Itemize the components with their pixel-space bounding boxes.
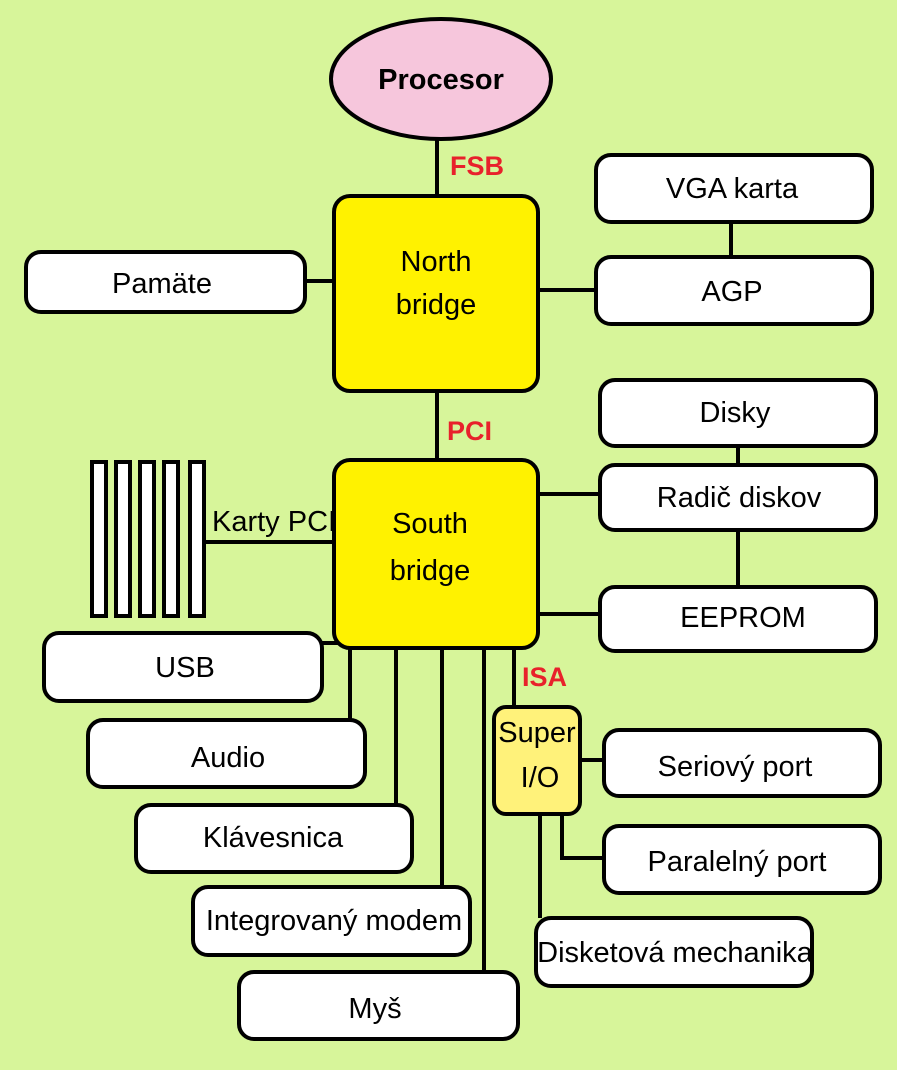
- pci-slot: [90, 460, 108, 618]
- parallel-port-box: [602, 824, 882, 895]
- disks-box: [598, 378, 878, 448]
- super-io-label-2: I/O: [521, 762, 560, 794]
- pci-slot: [188, 460, 206, 618]
- usb-label: USB: [155, 652, 215, 684]
- south-bridge-label-1: South: [392, 508, 468, 540]
- pci-bus-label: PCI: [447, 416, 492, 446]
- parallel-port-label: Paralelný port: [648, 846, 827, 878]
- pci-card-slots: [90, 460, 206, 618]
- south-bridge-node: [332, 458, 540, 650]
- usb-box: [42, 631, 324, 703]
- super-io-node: [492, 705, 582, 816]
- serial-port-label: Seriový port: [658, 751, 813, 783]
- processor-node: [329, 17, 553, 141]
- agp-box: [594, 255, 874, 326]
- memory-box: [24, 250, 307, 314]
- serial-port-box: [602, 728, 882, 798]
- connectors: [206, 137, 740, 972]
- keyboard-box: [134, 803, 414, 874]
- pci-slot: [162, 460, 180, 618]
- fsb-label: FSB: [450, 151, 504, 181]
- processor-label: Procesor: [378, 64, 504, 96]
- disk-controller-label: Radič diskov: [657, 482, 822, 514]
- modem-box: [191, 885, 472, 957]
- floppy-drive-label: Disketová mechanika: [537, 937, 813, 969]
- pci-slot: [114, 460, 132, 618]
- isa-label: ISA: [522, 662, 567, 692]
- north-bridge-label-2: bridge: [396, 289, 477, 321]
- memory-label: Pamäte: [112, 268, 212, 300]
- eeprom-box: [598, 585, 878, 653]
- disks-label: Disky: [700, 397, 771, 429]
- pci-slot: [138, 460, 156, 618]
- north-bridge-node: [332, 194, 540, 393]
- agp-label: AGP: [701, 276, 762, 308]
- south-bridge-label-2: bridge: [390, 555, 471, 587]
- super-io-label-1: Super: [498, 717, 576, 749]
- vga-card-label: VGA karta: [666, 173, 799, 205]
- link-parallel: [560, 814, 604, 860]
- north-bridge-label-1: North: [401, 246, 472, 278]
- disk-controller-box: [598, 463, 878, 532]
- audio-box: [86, 718, 367, 789]
- mouse-box: [237, 970, 520, 1041]
- pci-cards-label: Karty PCI: [212, 506, 336, 538]
- mouse-label: Myš: [348, 993, 401, 1025]
- modem-label: Integrovaný modem: [206, 905, 462, 937]
- floppy-drive-box: [534, 916, 814, 988]
- eeprom-label: EEPROM: [680, 602, 806, 634]
- vga-card-box: [594, 153, 874, 224]
- audio-label: Audio: [191, 742, 265, 774]
- keyboard-label: Klávesnica: [203, 822, 344, 854]
